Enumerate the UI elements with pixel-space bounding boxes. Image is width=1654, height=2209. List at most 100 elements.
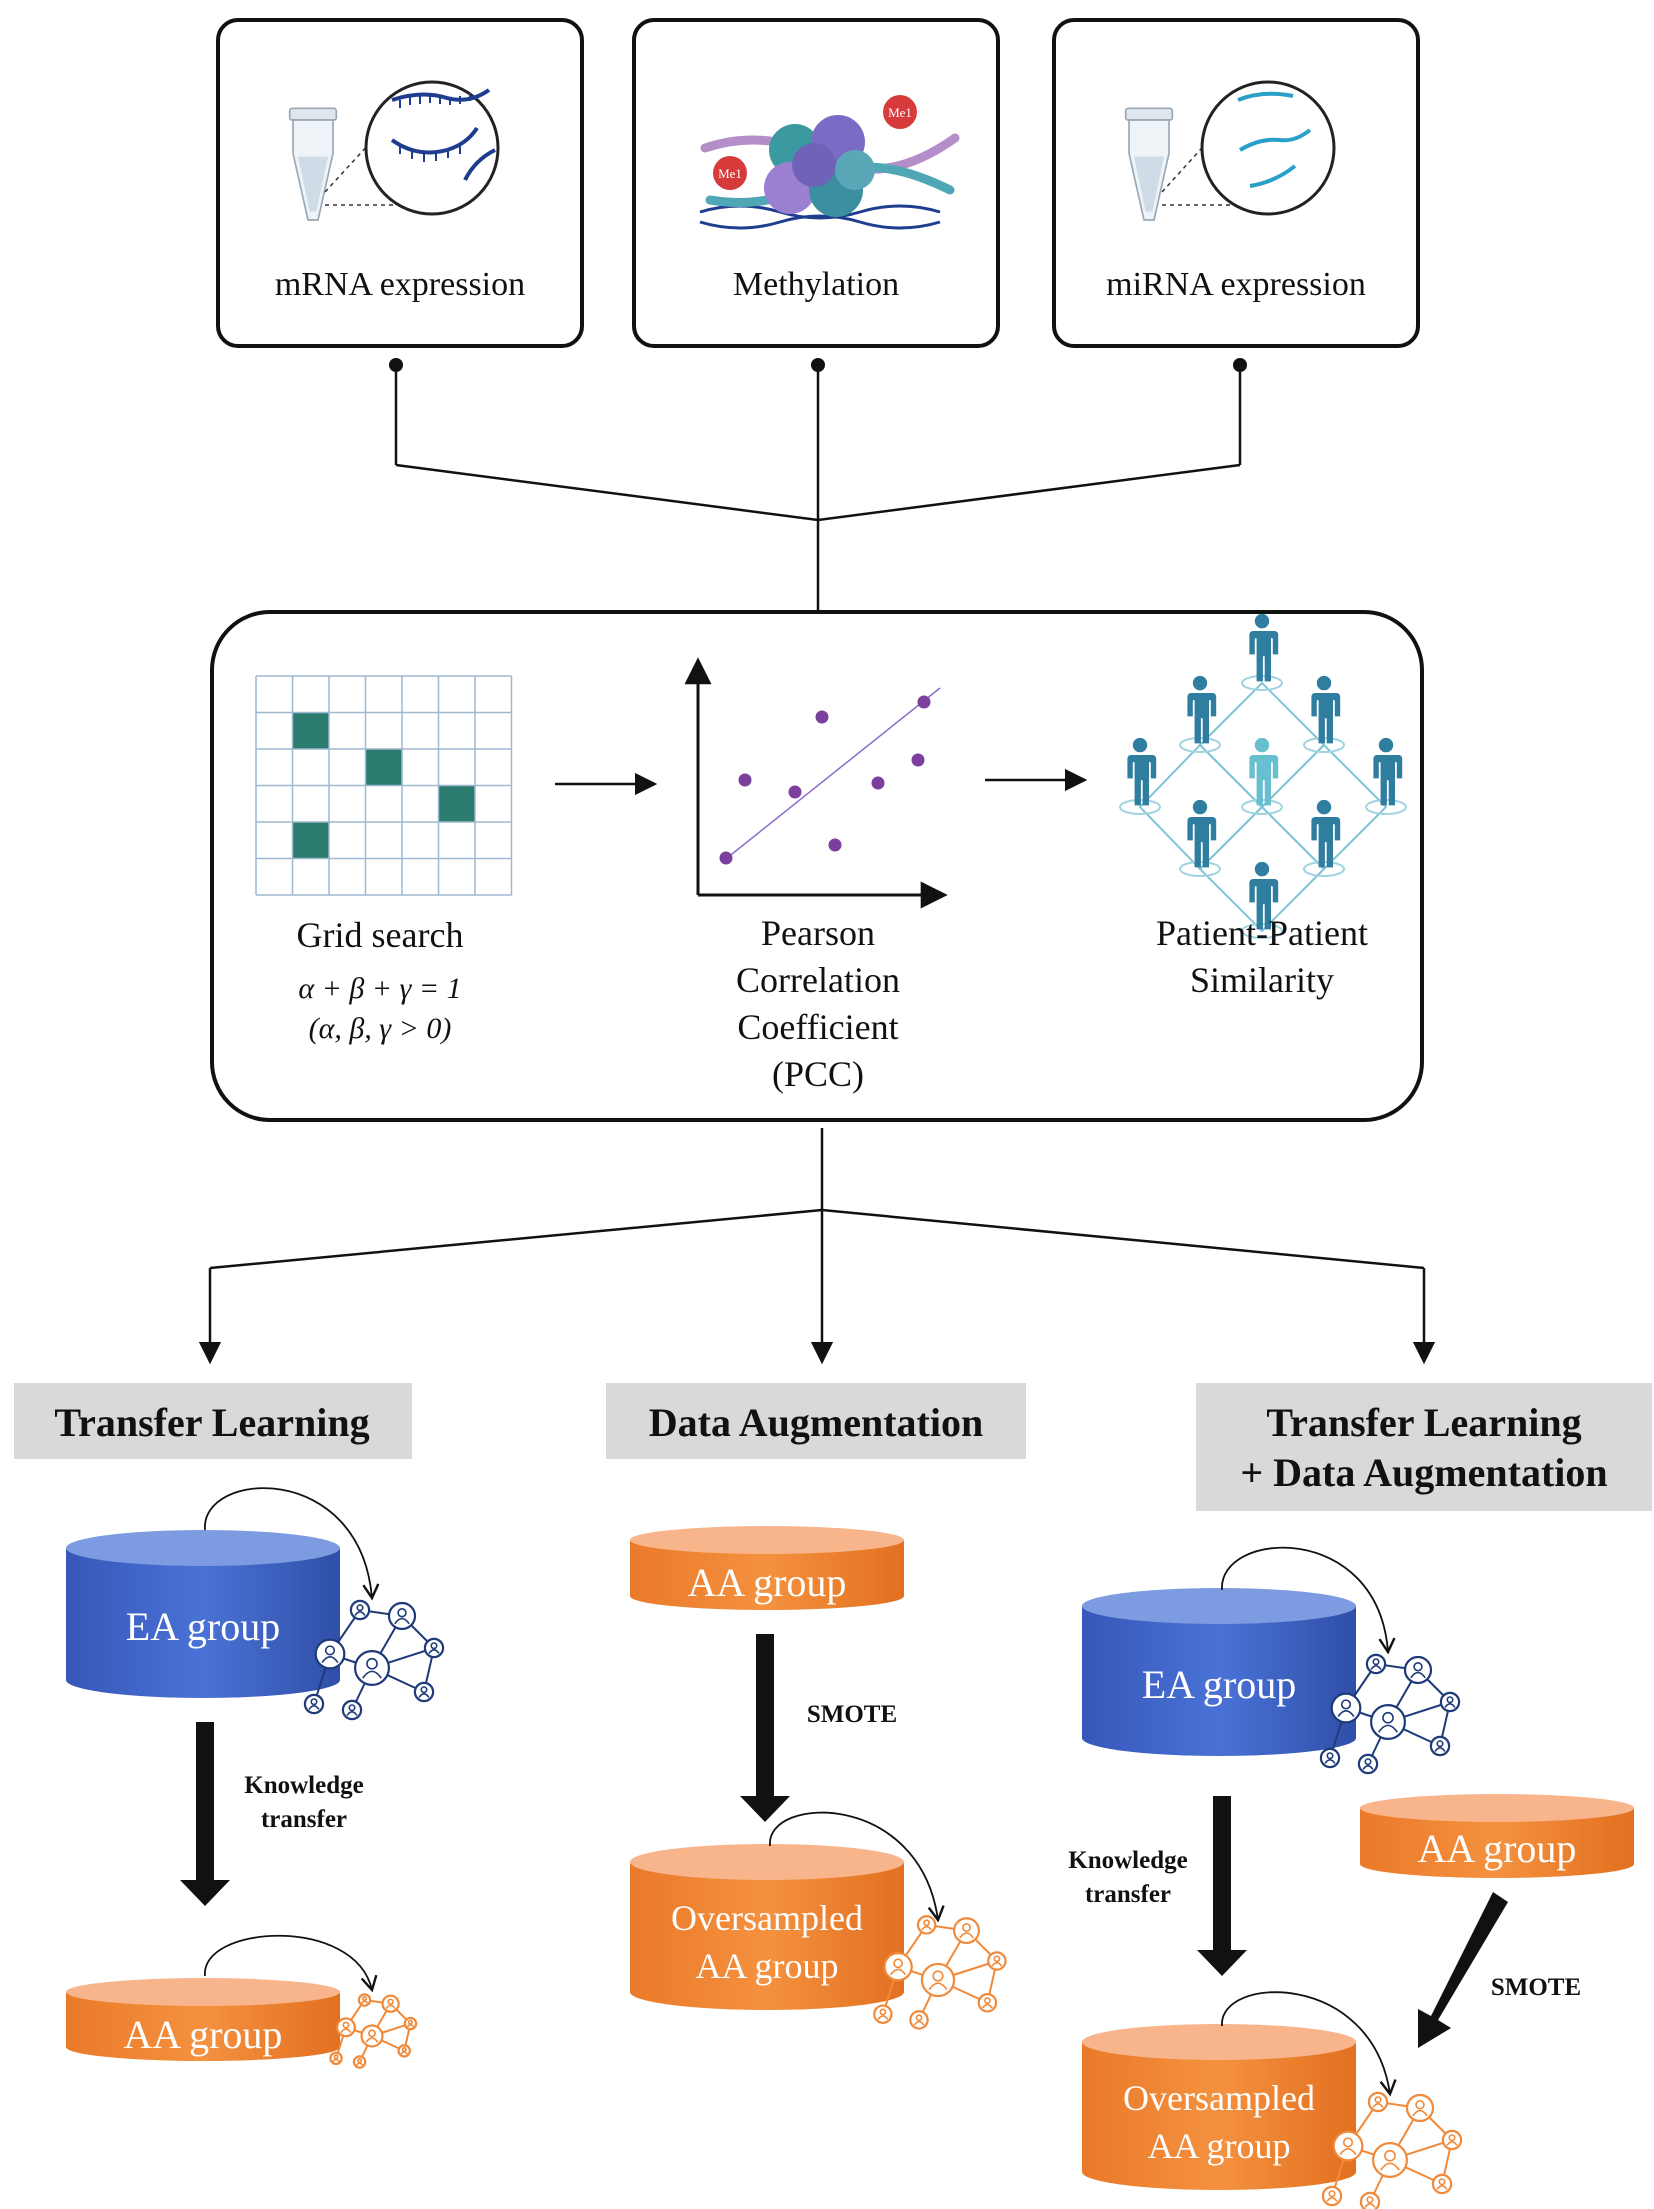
grid-highlight-cell	[292, 822, 329, 859]
user-body-icon	[1378, 1724, 1398, 1733]
user-body-icon	[1370, 1665, 1382, 1670]
da-aa-cylinder: AA group	[630, 1526, 904, 1610]
user-body-icon	[1337, 1710, 1355, 1718]
grid-equation: α + β + γ = 1	[298, 972, 461, 1005]
user-body-icon	[362, 1670, 382, 1679]
magnifier-circle	[364, 80, 500, 216]
branch-connectors	[198, 1128, 1436, 1365]
tlda-ea-cylinder: EA group	[1082, 1588, 1356, 1756]
user-body-icon	[928, 1982, 948, 1991]
user-head-icon	[420, 1686, 428, 1694]
connector-dot	[1233, 358, 1247, 372]
user-node-icon	[1371, 2142, 1408, 2179]
me-label-right: Me1	[888, 105, 912, 120]
user-head-icon	[366, 1657, 378, 1670]
tl-ea-cylinder: EA group	[66, 1530, 340, 1698]
nucleosome-icon: Me1 Me1	[699, 95, 960, 230]
user-head-icon	[357, 2058, 363, 2064]
user-body-icon	[1372, 2103, 1384, 2108]
scatter-point	[911, 753, 925, 767]
user-head-icon	[1342, 2137, 1354, 2148]
user-body-icon	[340, 2028, 352, 2034]
user-body-icon	[1434, 1747, 1446, 1752]
connector-dot	[389, 358, 403, 372]
user-head-icon	[1384, 2149, 1396, 2162]
user-head-icon	[1438, 2178, 1446, 2186]
user-head-icon	[1372, 1658, 1380, 1666]
da-title: Data Augmentation	[649, 1400, 983, 1445]
user-head-icon	[333, 2054, 339, 2060]
pcc-label-3: Coefficient	[737, 1007, 898, 1047]
user-body-icon	[394, 1617, 410, 1625]
pcc-label-1: Pearson	[761, 913, 875, 953]
tlda-ea-curve-arrow	[1221, 1546, 1396, 1655]
tlda-title-box	[1196, 1383, 1652, 1511]
tlda-knowledge-arrow	[1197, 1796, 1247, 1976]
user-body-icon	[418, 1693, 430, 1698]
tlda-aa-cylinder: AA group	[1360, 1794, 1634, 1878]
tlda-over-curve-arrow	[1221, 1991, 1397, 2097]
pps-label-2: Similarity	[1190, 960, 1334, 1000]
user-head-icon	[984, 1997, 991, 2005]
grid-constraint: (α, β, γ > 0)	[309, 1012, 452, 1045]
user-head-icon	[1382, 1711, 1394, 1724]
user-head-icon	[923, 1919, 930, 1927]
tlda-smote-arrow	[1418, 1892, 1508, 2048]
user-body-icon	[877, 2015, 889, 2020]
user-head-icon	[993, 1955, 1001, 1963]
pps-label-1: Patient-Patient	[1156, 913, 1368, 953]
user-head-icon	[387, 1998, 394, 2005]
mirna-label: miRNA expression	[1106, 266, 1366, 303]
tl-knowledge-arrow	[180, 1722, 230, 1906]
tl-aa-cylinder: AA group	[66, 1978, 340, 2061]
user-head-icon	[310, 1698, 318, 1706]
user-body-icon	[1324, 1759, 1336, 1764]
user-head-icon	[893, 1958, 903, 1969]
user-head-icon	[368, 2029, 376, 2038]
user-body-icon	[355, 2062, 364, 2066]
user-head-icon	[1328, 2190, 1336, 2198]
user-head-icon	[324, 1645, 336, 1656]
user-node-icon	[920, 1962, 956, 1998]
user-head-icon	[1366, 2196, 1374, 2204]
tl-kt-label-1: Knowledge	[244, 1772, 363, 1799]
pcc-scatter-plot	[684, 657, 948, 909]
user-body-icon	[1339, 2148, 1357, 2156]
user-body-icon	[385, 2004, 396, 2010]
user-body-icon	[428, 1649, 440, 1654]
methyl-badge-left	[713, 156, 747, 190]
scatter-point	[871, 776, 885, 790]
user-body-icon	[1410, 1671, 1426, 1679]
tlda-kt-label-1: Knowledge	[1068, 1847, 1187, 1874]
tl-aa-curve-arrow	[204, 1934, 378, 1993]
scatter-point	[815, 710, 829, 724]
user-head-icon	[1374, 2096, 1382, 2104]
magnifier-circle	[1200, 80, 1336, 216]
user-body-icon	[360, 2000, 369, 2004]
input-box-mirna: miRNA expression	[1052, 18, 1420, 348]
tlda-over-label-1: Oversampled	[1123, 2078, 1315, 2118]
scatter-point	[788, 785, 802, 799]
user-body-icon	[1436, 2185, 1448, 2190]
tlda-title-2: + Data Augmentation	[1240, 1450, 1607, 1495]
da-over-cylinder: Oversampled AA group	[630, 1844, 904, 2010]
da-smote-label: SMOTE	[807, 1701, 897, 1728]
user-body-icon	[1444, 1703, 1456, 1708]
user-body-icon	[1362, 1765, 1374, 1770]
user-body-icon	[981, 2003, 993, 2009]
user-body-icon	[921, 1925, 933, 1931]
me-label-left: Me1	[718, 166, 742, 181]
user-body-icon	[332, 2058, 340, 2063]
user-node-icon	[354, 1649, 391, 1686]
input-connectors	[394, 365, 1242, 612]
user-head-icon	[1364, 1758, 1372, 1766]
user-body-icon	[1446, 2141, 1458, 2146]
tl-title: Transfer Learning	[54, 1400, 369, 1445]
da-smote-arrow	[740, 1634, 790, 1822]
user-head-icon	[1436, 1740, 1444, 1748]
user-body-icon	[321, 1656, 339, 1664]
input-box-mrna: mRNA expression	[216, 18, 584, 348]
da-aa-label: AA group	[688, 1560, 847, 1605]
user-head-icon	[1326, 1752, 1334, 1760]
